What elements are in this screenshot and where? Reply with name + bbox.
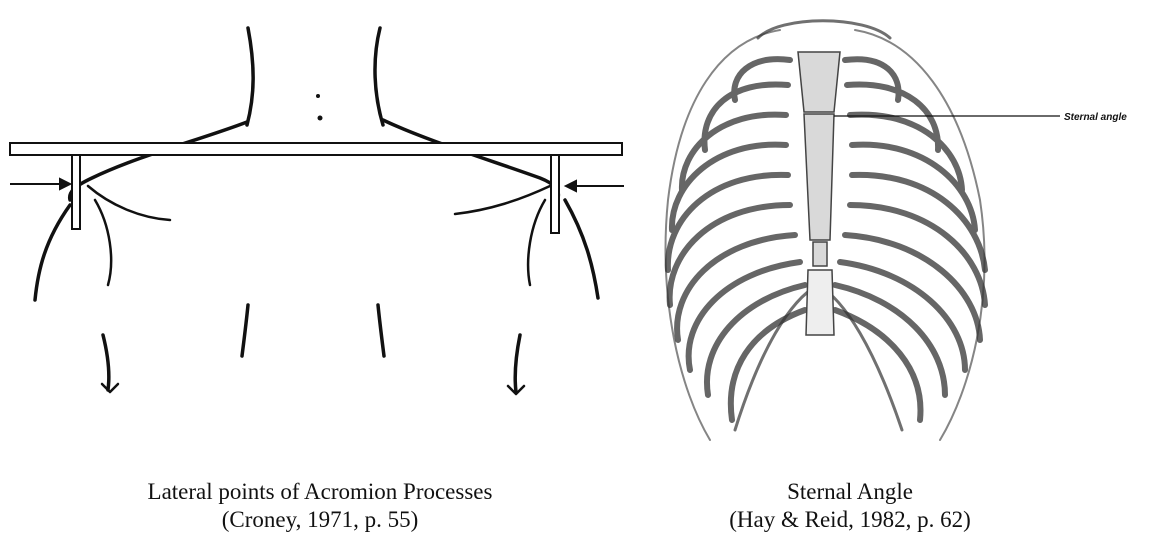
neck-right-outline — [375, 28, 383, 125]
left-arm-inner — [95, 200, 111, 285]
left-arrow-head — [60, 179, 70, 189]
clavicle-left — [88, 186, 170, 220]
right-arm-outline — [565, 200, 598, 298]
right-caption-title: Sternal Angle — [660, 478, 1040, 506]
xiphoid-process — [813, 242, 827, 266]
left-caption: Lateral points of Acromion Processes (Cr… — [40, 478, 600, 534]
clavicle-right — [455, 186, 550, 214]
left-caption-citation: (Croney, 1971, p. 55) — [40, 506, 600, 534]
spine-segment — [806, 270, 834, 335]
sternal-angle-label: Sternal angle — [1064, 112, 1127, 123]
chest-line-left — [242, 305, 248, 356]
neck-dot-2 — [318, 116, 323, 121]
calliper-left-arm — [72, 155, 80, 229]
left-caption-title: Lateral points of Acromion Processes — [40, 478, 600, 506]
left-lower-arm — [103, 335, 109, 390]
neck-dot-1 — [316, 94, 320, 98]
rib-cage-drawing: Sternal angle — [640, 0, 1174, 460]
acromion-illustration — [0, 0, 640, 460]
shoulder-left-outline — [70, 122, 247, 200]
right-arrow-head — [566, 181, 576, 191]
right-caption: Sternal Angle (Hay & Reid, 1982, p. 62) — [660, 478, 1040, 534]
sternum-body — [804, 114, 834, 240]
right-lower-arm — [515, 335, 520, 392]
shoulders-drawing — [0, 0, 640, 460]
right-ribs — [835, 59, 985, 420]
calliper-bar — [10, 143, 622, 155]
left-arm-outline — [35, 205, 70, 300]
rib-cage-illustration: Sternal angle — [640, 0, 1174, 460]
calliper-right-arm — [551, 155, 559, 233]
shoulder-right-outline — [383, 120, 558, 198]
right-caption-citation: (Hay & Reid, 1982, p. 62) — [660, 506, 1040, 534]
right-arm-inner — [528, 200, 545, 285]
manubrium — [798, 52, 840, 112]
chest-line-right — [378, 305, 384, 356]
neck-left-outline — [247, 28, 253, 125]
